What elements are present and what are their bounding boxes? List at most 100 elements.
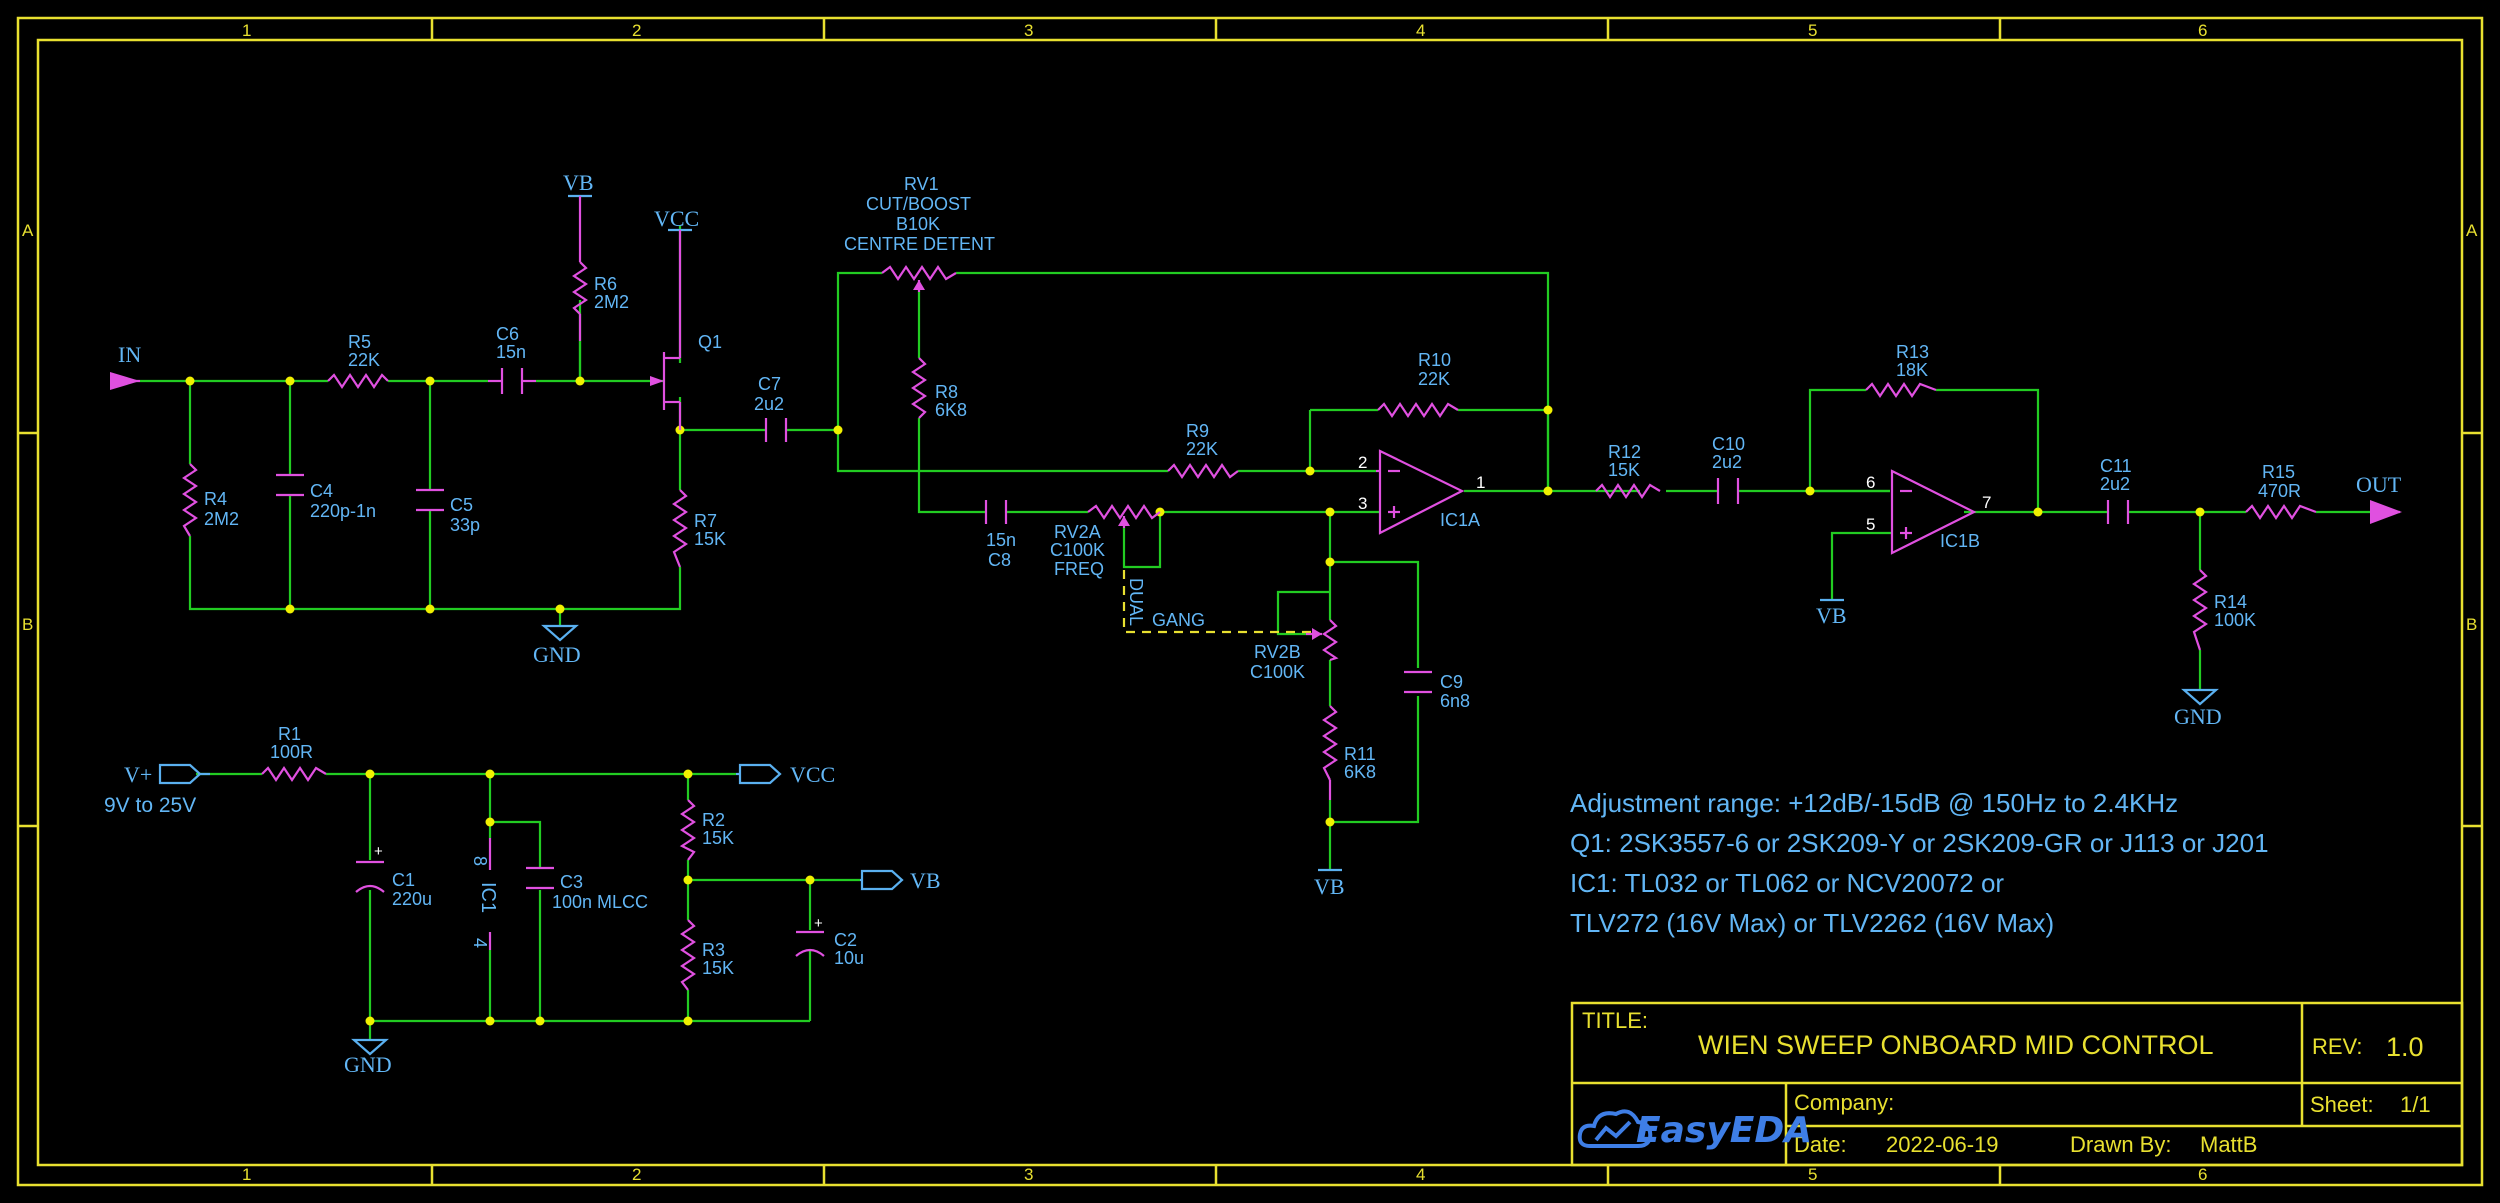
rv2b-ref: RV2B	[1254, 642, 1301, 662]
vb-port-label: VB	[910, 868, 941, 893]
gnd-symbol: GND	[533, 624, 581, 667]
ic1-power-pins: 8 4 IC1	[470, 838, 499, 950]
capacitor-c10: C10 2u2	[1712, 434, 1745, 504]
rv1-detent: CENTRE DETENT	[844, 234, 995, 254]
rv1-function: CUT/BOOST	[866, 194, 971, 214]
capacitor-c5: C5 33p	[416, 488, 480, 535]
capacitor-c3: C3 100n MLCC	[526, 866, 648, 912]
sheet-frame	[16, 16, 2484, 1187]
rv2a-value: C100K	[1050, 540, 1105, 560]
rv2a-function: FREQ	[1054, 559, 1104, 579]
resistor-r15: R15 470R	[2245, 462, 2317, 520]
ic1a-pin3: 3	[1358, 494, 1367, 513]
capacitor-c9: C9 6n8	[1404, 670, 1470, 711]
c9-value: 6n8	[1440, 691, 1470, 711]
r5-value: 22K	[348, 350, 380, 370]
col-label: 2	[632, 21, 641, 40]
row-label: A	[22, 221, 34, 240]
capacitor-c8: 15n C8	[984, 500, 1016, 570]
gnd-symbol-power: GND	[344, 1038, 392, 1077]
resistor-r10: R10 22K	[1377, 350, 1459, 418]
grid-labels: 1 2 3 4 5 6 1 2 3 4 5 6 A B A B	[22, 21, 2478, 1184]
resistor-r8: R8 6K8	[911, 357, 967, 420]
c7-ref: C7	[758, 374, 781, 394]
capacitor-c4: C4 220p-1n	[276, 473, 376, 521]
r2-value: 15K	[702, 828, 734, 848]
c10-ref: C10	[1712, 434, 1745, 454]
q1-ref: Q1	[698, 332, 722, 352]
c3-ref: C3	[560, 872, 583, 892]
drawing-title: WIEN SWEEP ONBOARD MID CONTROL	[1698, 1030, 2214, 1060]
ic1b-pin7: 7	[1982, 493, 1991, 512]
supply-range: 9V to 25V	[104, 794, 196, 817]
col-label: 4	[1416, 1165, 1425, 1184]
r5-ref: R5	[348, 332, 371, 352]
gang-link	[1122, 570, 1316, 634]
ic1b-pin5: 5	[1866, 515, 1875, 534]
note-q1-options: Q1: 2SK3557-6 or 2SK209-Y or 2SK209-GR o…	[1570, 828, 2269, 858]
sheet-value: 1/1	[2400, 1092, 2431, 1117]
opamp-ic1a: 2 3 1 IC1A	[1358, 449, 1485, 535]
r2-ref: R2	[702, 810, 725, 830]
gnd-label-power: GND	[344, 1052, 392, 1077]
logo-text: EasyEDA	[1636, 1110, 1812, 1151]
r11-ref: R11	[1344, 744, 1376, 764]
col-label: 4	[1416, 21, 1425, 40]
note-adjustment-range: Adjustment range: +12dB/-15dB @ 150Hz to…	[1570, 788, 2178, 818]
title-label: TITLE:	[1582, 1008, 1648, 1033]
r6-ref: R6	[594, 274, 617, 294]
ic1a-pin2: 2	[1358, 453, 1367, 472]
r7-value: 15K	[694, 529, 726, 549]
r12-value: 15K	[1608, 460, 1640, 480]
col-label: 3	[1024, 21, 1033, 40]
c5-value: 33p	[450, 515, 480, 535]
col-label: 2	[632, 1165, 641, 1184]
date-value: 2022-06-19	[1886, 1132, 1999, 1157]
ic1-ref: IC1	[477, 882, 499, 913]
r14-value: 100K	[2214, 610, 2256, 630]
capacitor-c2: + C2 10u	[795, 915, 864, 968]
ic1-pin4: 4	[470, 938, 490, 948]
resistor-r5: R5 22K	[327, 332, 389, 389]
r9-value: 22K	[1186, 439, 1218, 459]
ic1b-pin6: 6	[1866, 473, 1875, 492]
vcc-port: VCC	[736, 762, 835, 787]
c8-ref: C8	[988, 550, 1011, 570]
resistor-r13: R13 18K	[1865, 342, 1937, 398]
potentiometer-rv2a: RV2A C100K FREQ	[1050, 504, 1161, 579]
r4-value: 2M2	[204, 509, 239, 529]
ic1b-ref: IC1B	[1940, 531, 1980, 551]
drawn-by-value: MattB	[2200, 1132, 2257, 1157]
col-label: 6	[2198, 1165, 2207, 1184]
resistor-r9: R9 22K	[1167, 421, 1239, 479]
c1-ref: C1	[392, 870, 415, 890]
r13-value: 18K	[1896, 360, 1928, 380]
in-label: IN	[118, 342, 141, 367]
r10-ref: R10	[1418, 350, 1451, 370]
c4-value: 220p-1n	[310, 501, 376, 521]
opamp-ic1b: 6 5 7 IC1B	[1866, 469, 1991, 555]
c11-ref: C11	[2100, 456, 2132, 476]
svg-text:+: +	[374, 843, 383, 860]
c2-value: 10u	[834, 948, 864, 968]
capacitor-c1: + C1 220u	[355, 843, 432, 909]
date-label: Date:	[1794, 1132, 1847, 1157]
r3-value: 15K	[702, 958, 734, 978]
c7-value: 2u2	[754, 394, 784, 414]
junctions	[185, 376, 2205, 1026]
r11-value: 6K8	[1344, 762, 1376, 782]
vb-symbol-rv2: VB	[1314, 868, 1345, 899]
row-label: A	[2466, 221, 2478, 240]
col-label: 1	[242, 1165, 251, 1184]
vcc-net-q1: VCC	[654, 206, 699, 231]
row-label: B	[22, 615, 33, 634]
r9-ref: R9	[1186, 421, 1209, 441]
r7-ref: R7	[694, 511, 717, 531]
gnd-label: GND	[533, 642, 581, 667]
company-label: Company:	[1794, 1090, 1894, 1115]
potentiometer-rv1: RV1 CUT/BOOST B10K CENTRE DETENT	[844, 174, 995, 292]
c5-ref: C5	[450, 495, 473, 515]
gnd-label-r14: GND	[2174, 704, 2222, 729]
r1-value: 100R	[270, 742, 313, 762]
note-ic1-options-cont: TLV272 (16V Max) or TLV2262 (16V Max)	[1570, 908, 2054, 938]
